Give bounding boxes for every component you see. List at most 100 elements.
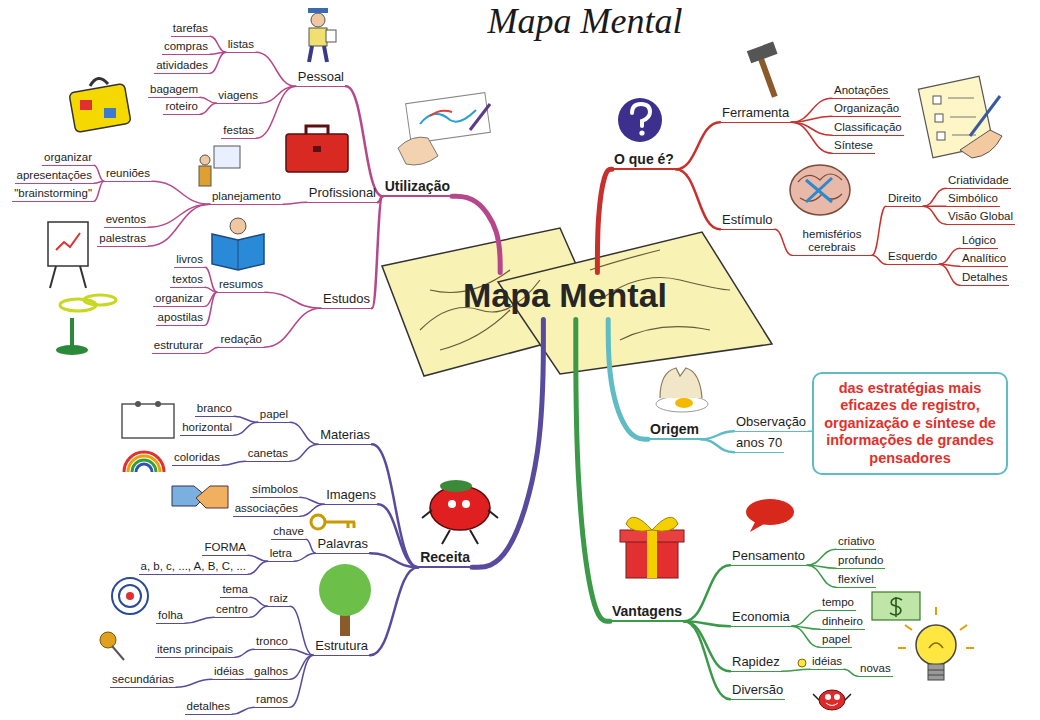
node-text: textos	[172, 273, 203, 286]
rainbow-icon	[124, 452, 164, 472]
person-icon	[308, 8, 336, 62]
pin-icon	[100, 632, 116, 648]
node-text: Utilização	[385, 178, 450, 194]
flipchart-icon	[48, 222, 88, 288]
node-text: Diversão	[732, 683, 783, 698]
node-text: Direito	[888, 192, 921, 205]
branch-line	[676, 122, 720, 169]
branch-line	[260, 86, 296, 103]
tree-icon	[319, 564, 371, 636]
branch-line	[372, 444, 418, 567]
node-text: das estratégias mais eficazes de registr…	[820, 380, 1000, 467]
node-text: raiz	[269, 592, 288, 605]
target-icon	[112, 578, 148, 614]
branch-label: Direito	[886, 192, 923, 207]
recipe-character-icon	[448, 500, 456, 508]
node-text: Anotações	[834, 84, 888, 97]
rings-icon	[56, 295, 116, 355]
rainbow-icon	[136, 464, 152, 472]
branch-label: símbolos	[250, 483, 300, 498]
branch-line	[248, 561, 268, 574]
branch-line	[775, 229, 792, 255]
branch-line	[939, 264, 960, 285]
branch-label: hemisférios cerebrais	[792, 228, 872, 256]
branch-line	[346, 86, 383, 196]
branch-line	[576, 320, 610, 622]
branch-line	[872, 206, 886, 255]
branch-line	[235, 649, 254, 657]
branch-line	[472, 320, 543, 568]
branch-label: flexível	[836, 573, 876, 588]
branch-label: eventos	[104, 213, 148, 228]
branch-line	[200, 97, 216, 103]
branch-line	[791, 122, 832, 135]
node-text: galhos	[254, 665, 288, 678]
branch-label: galhos	[252, 665, 290, 680]
branch-label: apostilas	[156, 311, 205, 326]
branch-label: coloridas	[172, 451, 222, 466]
branch-label: Anotações	[832, 84, 890, 99]
node-text: Estímulo	[722, 213, 773, 228]
rainbow-icon	[128, 456, 160, 472]
recipe-character-icon	[440, 480, 472, 492]
node-text: tema	[222, 583, 248, 596]
branch-line	[205, 267, 217, 292]
node-text: Imagens	[326, 488, 376, 503]
node-text: centro	[216, 603, 248, 616]
branch-line	[782, 669, 810, 671]
brain-icon	[790, 165, 850, 215]
recipe-character-icon	[422, 510, 498, 544]
node-text: chave	[273, 525, 304, 538]
branch-line	[210, 52, 226, 73]
drawing-hand-icon	[398, 137, 438, 165]
node-text: Esquerdo	[888, 250, 937, 263]
branch-label: festas	[221, 124, 256, 139]
branch-label: bagagem	[148, 83, 200, 98]
checklist-icon	[933, 96, 941, 104]
node-text: Classificação	[834, 121, 902, 134]
node-text: roteiro	[165, 100, 198, 113]
egg-icon	[656, 396, 708, 412]
node-text: detalhes	[187, 700, 230, 713]
branch-label: Vantagens	[610, 603, 684, 622]
flipchart-icon	[50, 266, 86, 288]
branch-label: papel	[820, 633, 852, 648]
branch-line	[939, 248, 960, 264]
key-icon	[325, 522, 355, 528]
question-icon	[618, 98, 662, 142]
egg-icon	[675, 398, 693, 408]
node-text: Origem	[650, 421, 699, 437]
node-text: apresentações	[17, 169, 92, 182]
branch-label: Utilização	[383, 178, 452, 197]
branch-line	[370, 553, 418, 567]
question-icon	[639, 130, 644, 135]
branch-line	[608, 320, 648, 440]
whiteboard-icon	[135, 401, 141, 407]
branch-line	[792, 610, 820, 626]
branch-line	[807, 549, 836, 565]
node-text: Palavras	[317, 537, 368, 552]
node-text: Ferramenta	[722, 106, 789, 121]
branch-label: listas	[226, 38, 256, 53]
banknote-icon	[890, 597, 902, 617]
person-icon	[308, 8, 328, 13]
fun-character-icon	[819, 690, 845, 710]
branch-label: Detalhes	[960, 271, 1009, 286]
egg-icon	[660, 368, 702, 398]
node-text: FORMA	[204, 541, 246, 554]
branch-label: Criatividade	[946, 174, 1011, 189]
branch-label: Pensamento	[730, 549, 807, 566]
briefcase-icon	[306, 126, 328, 134]
node-text: Visão Global	[948, 210, 1013, 223]
branch-label: a, b, c, ..., A, B, C, ...	[139, 560, 248, 575]
node-text: branco	[197, 402, 232, 415]
banknote-icon	[872, 592, 920, 620]
checklist-icon	[935, 114, 943, 122]
node-text: Pessoal	[298, 70, 344, 85]
brain-icon	[798, 174, 842, 201]
pin-icon	[112, 646, 124, 660]
branch-label: Visão Global	[946, 210, 1015, 225]
node-text: Observação	[736, 415, 806, 430]
node-text: itens principais	[157, 643, 233, 656]
book-icon	[212, 234, 264, 270]
